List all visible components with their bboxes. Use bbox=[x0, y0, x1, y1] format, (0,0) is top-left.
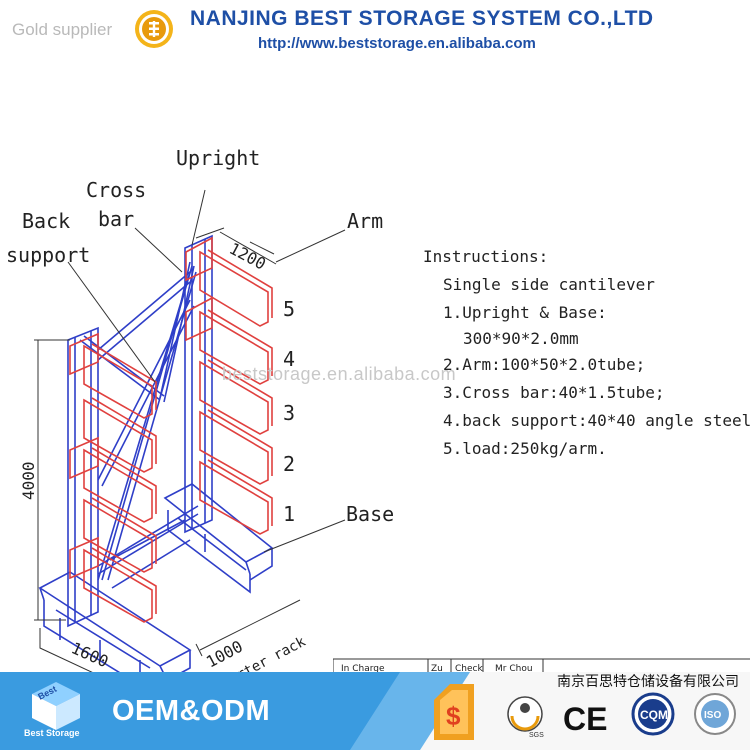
instructions-subtitle: Single side cantilever bbox=[443, 275, 655, 294]
dimension-1600: 1600 bbox=[68, 638, 111, 671]
sgs-cert-icon: SGS bbox=[507, 696, 544, 739]
chinese-company-name: 南京百思特仓储设备有限公司 bbox=[557, 674, 739, 690]
label-upright: Upright bbox=[176, 146, 260, 170]
best-storage-logo-icon: Best bbox=[32, 682, 80, 730]
instruction-item: 1.Upright & Base: bbox=[443, 303, 607, 322]
cert-iso: ISO bbox=[704, 710, 721, 721]
title-block-col3: Check bbox=[455, 664, 483, 674]
instruction-item: 5.load:250kg/arm. bbox=[443, 439, 607, 458]
dimension-lines bbox=[34, 189, 346, 680]
svg-text:$: $ bbox=[446, 701, 461, 731]
header-banner: Gold supplier NANJING BEST STORAGE SYSTE… bbox=[0, 0, 750, 62]
dimension-1200: 1200 bbox=[226, 239, 269, 274]
level-number-3: 3 bbox=[283, 401, 295, 425]
back-arms bbox=[185, 236, 273, 535]
label-support: support bbox=[6, 243, 90, 267]
title-block-col1: In Charge bbox=[341, 664, 385, 674]
instructions-title: Instructions: bbox=[423, 247, 549, 266]
level-number-1: 1 bbox=[283, 502, 295, 526]
instruction-item: 3.Cross bar:40*1.5tube; bbox=[443, 383, 665, 402]
gold-supplier-label: Gold supplier bbox=[12, 20, 113, 39]
label-bar: bar bbox=[98, 207, 134, 231]
best-storage-brand: Best Storage bbox=[24, 728, 80, 738]
level-number-5: 5 bbox=[283, 297, 295, 321]
cert-sgs: SGS bbox=[529, 732, 544, 739]
footer-banner: Best $ SGS CE CQM ISO bbox=[0, 672, 750, 750]
label-back: Back bbox=[22, 209, 70, 233]
company-url[interactable]: http://www.beststorage.en.alibaba.com bbox=[258, 35, 536, 52]
front-arms bbox=[69, 332, 157, 623]
rack-structure bbox=[38, 234, 274, 680]
cert-cqm: CQM bbox=[640, 708, 668, 722]
instruction-item: 300*90*2.0mm bbox=[463, 329, 579, 348]
gold-supplier-medal-icon bbox=[135, 10, 173, 48]
instructions-panel: Instructions: Single side cantilever 1.U… bbox=[423, 243, 750, 463]
label-base: Base bbox=[346, 502, 394, 526]
title-block-col2: Zu bbox=[431, 664, 443, 674]
cert-ce: CE bbox=[563, 701, 607, 737]
label-arm: Arm bbox=[347, 209, 383, 233]
level-number-4: 4 bbox=[283, 347, 295, 371]
level-numbers: 5 4 3 2 1 bbox=[283, 297, 295, 526]
label-cross: Cross bbox=[86, 178, 146, 202]
iso-cert-icon: ISO bbox=[694, 693, 736, 735]
level-number-2: 2 bbox=[283, 452, 295, 476]
dimension-4000: 4000 bbox=[19, 461, 38, 500]
dollar-badge-icon: $ bbox=[434, 684, 474, 740]
instruction-item: 2.Arm:100*50*2.0tube; bbox=[443, 355, 646, 374]
instruction-item: 4.back support:40*40 angle steel bbox=[443, 411, 750, 430]
company-name: NANJING BEST STORAGE SYSTEM CO.,LTD bbox=[190, 7, 654, 30]
oem-odm-text: OEM&ODM bbox=[112, 695, 271, 727]
title-block-col4: Mr Chou bbox=[495, 664, 533, 674]
cqm-cert-icon: CQM bbox=[631, 692, 675, 736]
watermark: beststorage.en.alibaba.com bbox=[222, 364, 457, 384]
